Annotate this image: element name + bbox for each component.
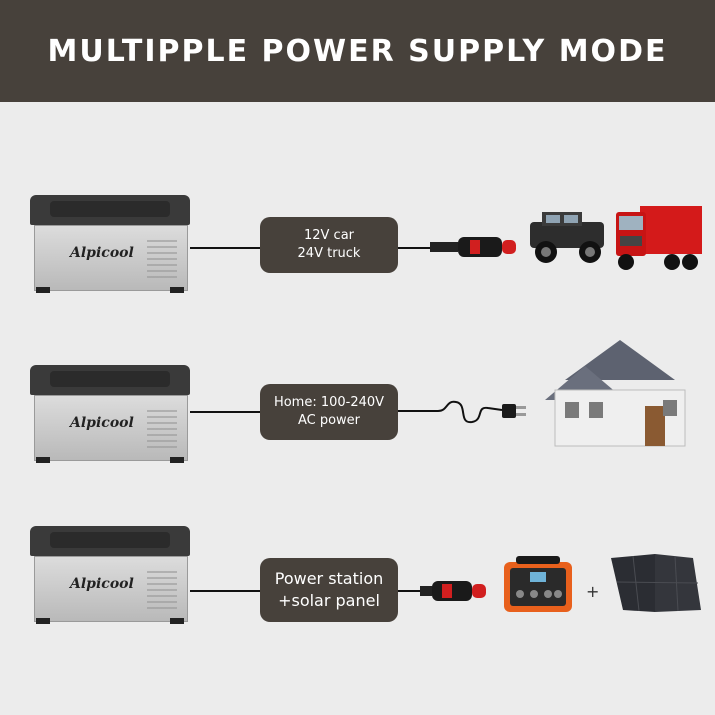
power-cable bbox=[398, 590, 424, 592]
power-cable bbox=[190, 247, 260, 249]
fridge-brand-logo: Alpicool bbox=[70, 576, 134, 592]
header-banner: MULTIPPLE POWER SUPPLY MODE bbox=[0, 0, 715, 102]
fridge-brand-logo: Alpicool bbox=[70, 415, 134, 431]
car-plug-icon bbox=[430, 237, 516, 257]
row-home-ac: Alpicool Home: 100-240V AC power bbox=[0, 340, 715, 480]
page-title: MULTIPPLE POWER SUPPLY MODE bbox=[47, 33, 668, 69]
power-cable bbox=[190, 590, 260, 592]
row-car-truck: Alpicool 12V car 24V truck bbox=[0, 190, 715, 310]
solar-panel-icon bbox=[611, 554, 701, 612]
supply-mode-label: 12V car 24V truck bbox=[260, 217, 398, 273]
supply-mode-label: Home: 100-240V AC power bbox=[260, 384, 398, 440]
ac-plug-icon bbox=[398, 400, 526, 424]
power-cable bbox=[190, 411, 260, 413]
plus-sign: + bbox=[586, 582, 600, 601]
fridge-brand-logo: Alpicool bbox=[70, 245, 134, 261]
truck-icon bbox=[616, 206, 702, 270]
car-plug-icon bbox=[420, 581, 486, 601]
fridge-image: Alpicool bbox=[30, 365, 190, 465]
power-station-icon bbox=[504, 556, 572, 612]
power-cable bbox=[398, 247, 438, 249]
fridge-image: Alpicool bbox=[30, 195, 190, 295]
row-power-station-solar: Alpicool Power station +solar panel + bbox=[0, 522, 715, 642]
supply-mode-label: Power station +solar panel bbox=[260, 558, 398, 622]
jeep-icon bbox=[530, 212, 604, 263]
fridge-image: Alpicool bbox=[30, 526, 190, 626]
house-icon bbox=[545, 340, 686, 447]
